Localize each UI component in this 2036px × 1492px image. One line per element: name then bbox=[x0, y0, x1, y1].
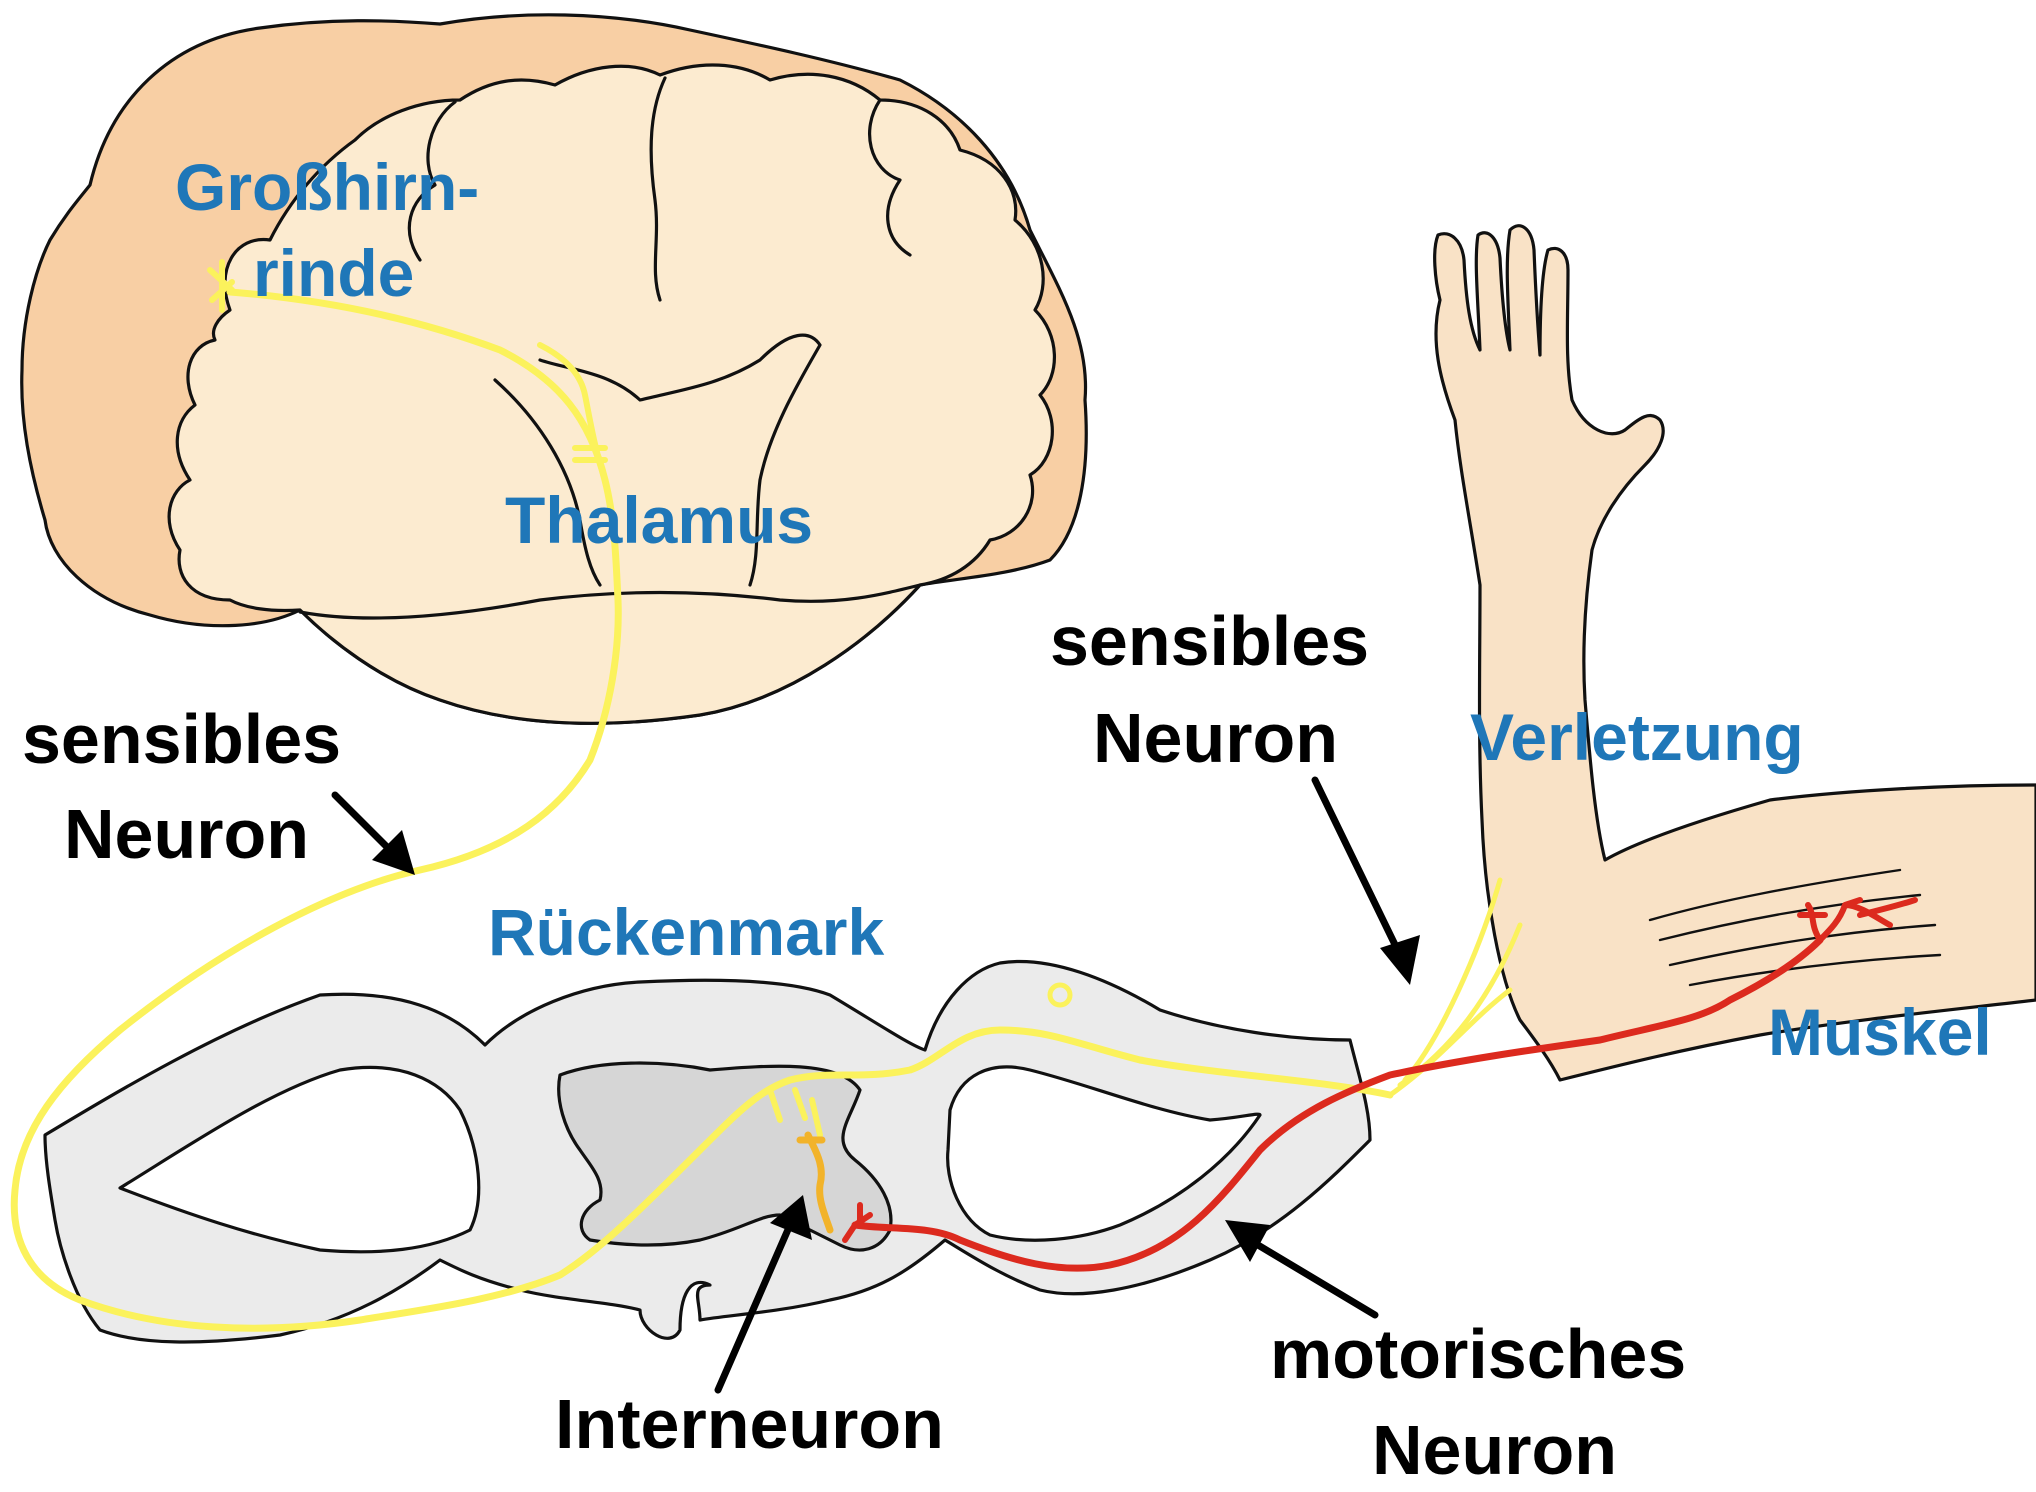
motor-neuron-axon bbox=[851, 936, 1824, 1272]
label-spinal-cord: Rückenmark bbox=[488, 895, 884, 969]
spinal-cord-gray-matter bbox=[557, 1061, 893, 1252]
muscle-line-4 bbox=[1688, 953, 1942, 987]
arrow-interneuron bbox=[714, 1195, 812, 1394]
label-motor-line2: Neuron bbox=[1372, 1411, 1617, 1489]
brain bbox=[20, 13, 1088, 725]
arrow-sensory-left bbox=[331, 791, 415, 875]
label-interneuron: Interneuron bbox=[555, 1385, 944, 1463]
brain-lower-lobe bbox=[538, 333, 822, 587]
thalamus-structure bbox=[493, 378, 602, 587]
diagram-labels: Großhirn- rinde Thalamus sensibles Neuro… bbox=[22, 150, 1992, 1489]
synapse-spinal-cord bbox=[767, 1087, 823, 1138]
spinal-cord bbox=[43, 959, 1372, 1344]
sensory-neuron-ganglion bbox=[1047, 982, 1073, 1008]
sensory-neuron-pathway bbox=[10, 259, 1523, 1332]
muscle-line-3 bbox=[1668, 923, 1937, 967]
arm bbox=[1433, 224, 2036, 1082]
muscle-line-2 bbox=[1658, 893, 1922, 942]
interneuron-axon bbox=[796, 1131, 834, 1234]
label-thalamus: Thalamus bbox=[505, 483, 813, 557]
motor-neuron-dendrites bbox=[842, 1202, 873, 1243]
label-sensory-right-line2: Neuron bbox=[1093, 699, 1338, 777]
spinal-cord-cavity-left bbox=[118, 1065, 481, 1254]
label-sensory-left-line2: Neuron bbox=[64, 795, 309, 873]
sensory-neuron-ascending bbox=[10, 288, 1394, 1332]
label-sensory-right-line1: sensibles bbox=[1050, 602, 1369, 680]
brain-fold-left bbox=[407, 100, 457, 262]
annotation-arrows bbox=[331, 776, 1420, 1394]
label-cortex-line2: rinde bbox=[253, 236, 414, 310]
label-cortex-line1: Großhirn- bbox=[175, 150, 479, 224]
brain-bottom-edge bbox=[298, 583, 922, 620]
motor-neuron-pathway bbox=[842, 897, 1918, 1272]
brain-inner-shape bbox=[167, 63, 1057, 725]
label-motor-line1: motorisches bbox=[1270, 1315, 1686, 1393]
synapse-cortex bbox=[207, 259, 235, 313]
arm-shape bbox=[1433, 224, 2036, 1082]
sensory-neuron-dendrite-3 bbox=[1402, 877, 1503, 1083]
synapse-thalamus bbox=[572, 445, 608, 463]
label-injury: Verletzung bbox=[1470, 700, 1804, 774]
arrow-sensory-right bbox=[1311, 776, 1420, 985]
brain-fold-right bbox=[868, 98, 912, 257]
sensory-neuron-branch-thalamus bbox=[537, 342, 608, 483]
motor-end-plate bbox=[1797, 897, 1918, 943]
label-muscle: Muskel bbox=[1768, 995, 1992, 1069]
brain-fold-central bbox=[649, 76, 667, 302]
spinal-cord-cavity-right bbox=[946, 1065, 1262, 1242]
interneuron-pathway bbox=[796, 1131, 834, 1234]
arrow-motor bbox=[1225, 1220, 1379, 1319]
label-sensory-left-line1: sensibles bbox=[22, 700, 341, 778]
muscle-line-1 bbox=[1648, 868, 1902, 922]
